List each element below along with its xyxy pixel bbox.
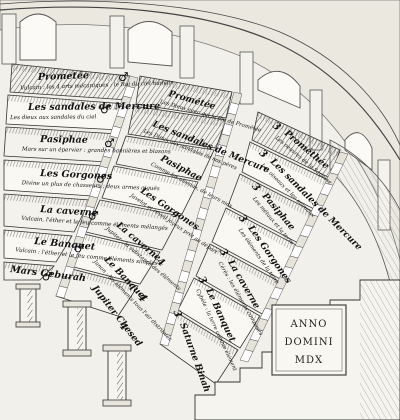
tier-shadow: [140, 76, 232, 99]
left-tier-title: Pasiphae: [39, 134, 88, 146]
tier-shadow: [240, 174, 314, 219]
middle-tier-band: [135, 75, 233, 119]
tier-shadow: [126, 136, 214, 157]
stair-step: [181, 259, 193, 273]
left-tier-title: Les sandales de Mercure: [27, 101, 160, 113]
stair-step: [196, 207, 209, 221]
saturn-symbol-icon: 3: [171, 309, 184, 319]
tier-shadow: [194, 278, 260, 323]
mars-symbol-icon: ♂: [100, 102, 111, 116]
tier-shadow: [210, 244, 280, 289]
mars-symbol-icon: ♂: [73, 241, 85, 256]
arcade-wall: [0, 0, 400, 261]
right-back-wall: [329, 139, 400, 291]
left-tier-title: Les Gorgones: [39, 168, 113, 182]
stair-step: [205, 175, 218, 189]
saturn-symbol-icon: 3: [196, 275, 209, 286]
tier-shadow: [4, 262, 54, 273]
tier-shadow: [134, 106, 226, 127]
tier-shadow: [12, 64, 130, 83]
mars-symbol-icon: ♂: [104, 136, 115, 150]
stair-step: [184, 249, 197, 263]
tier-shadow: [258, 112, 340, 157]
left-tier-note: Mars sur un épervier : grandes bannières…: [21, 146, 171, 156]
plaque-line-3: MDX: [295, 355, 323, 366]
stair-step: [239, 349, 254, 363]
pillar: [62, 300, 92, 357]
stair-step: [209, 165, 221, 179]
saturn-symbol-icon: 3: [217, 247, 230, 259]
tier-shadow: [226, 208, 298, 253]
mars-symbol-icon: ♂: [96, 171, 107, 185]
date-plaque: ANNO DOMINI MDX: [271, 304, 347, 376]
tier-shadow: [100, 200, 180, 223]
pillar: [15, 283, 41, 328]
tier-shadow: [84, 234, 160, 259]
tier-shadow: [250, 142, 328, 187]
tier-shadow: [114, 166, 198, 189]
stair-step: [178, 270, 190, 284]
stair-step: [244, 338, 259, 352]
left-tier-title: Prometée: [37, 70, 89, 83]
tier-shadow: [6, 127, 118, 141]
front-pillars: [15, 283, 132, 407]
stair-step: [159, 333, 172, 347]
tier-shadow: [4, 160, 106, 173]
plaque-line-1: ANNO: [290, 319, 328, 330]
tier-shadow: [176, 312, 238, 357]
tier-shadow: [68, 268, 138, 293]
mars-symbol-icon: ♂: [41, 269, 53, 284]
plaque-line-2: DOMINI: [284, 337, 333, 348]
aisle-stairs: [55, 75, 349, 363]
tier-shadow: [4, 194, 90, 207]
seating-tiers: [3, 63, 341, 385]
tier-shadow: [4, 230, 72, 243]
mars-symbol-icon: ♂: [87, 208, 99, 223]
tier-shadow: [8, 95, 126, 111]
mars-symbol-icon: ♂: [118, 70, 129, 84]
stair-step: [55, 285, 68, 299]
stair-step: [199, 196, 212, 210]
pillar: [102, 344, 132, 407]
left-tier-note: Les dieux aux sandales du ciel: [9, 114, 96, 121]
left-tier-title: La caverne: [39, 204, 98, 219]
